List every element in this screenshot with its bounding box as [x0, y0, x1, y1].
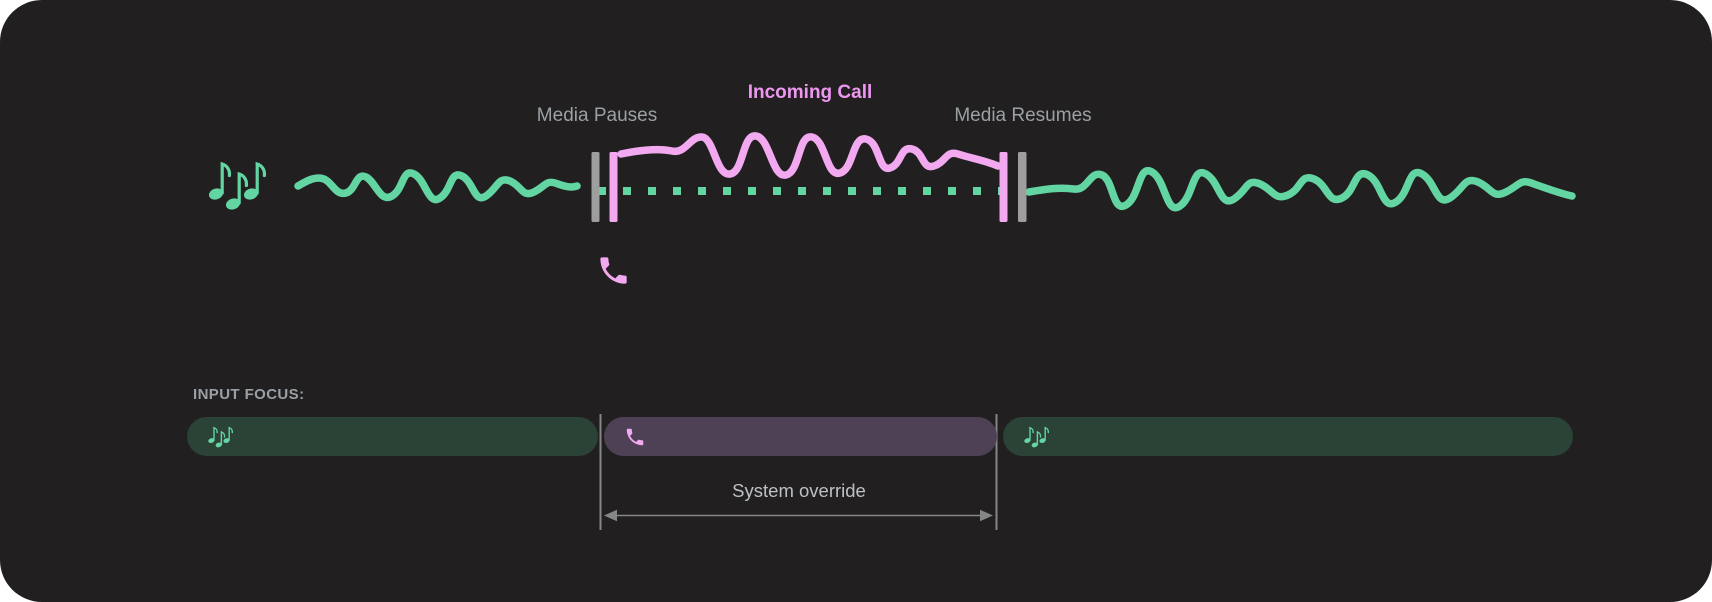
media-pauses-label: Media Pauses [536, 105, 658, 126]
resume-bar-pink-right [999, 152, 1008, 222]
input-focus-media-segment-before [187, 417, 598, 456]
media-resume-marker [999, 152, 1027, 222]
media-resumes-label: Media Resumes [954, 105, 1092, 126]
incoming-call-label: Incoming Call [747, 82, 873, 103]
input-focus-heading: INPUT FOCUS: [193, 386, 305, 403]
media-pause-marker [591, 152, 618, 222]
phone-handset-icon [600, 257, 627, 284]
resume-bar-gray-right [1018, 152, 1027, 222]
arrowhead-left-icon [604, 509, 617, 522]
music-notes-icon [1023, 425, 1049, 448]
music-notes-icon [207, 164, 264, 211]
phone-handset-icon [626, 428, 644, 445]
system-override-label: System override [732, 480, 866, 501]
input-focus-call-segment [604, 417, 997, 456]
pause-bar-pink-left [609, 152, 618, 222]
arrowhead-right-icon [980, 509, 993, 522]
media-waveform-after [1025, 167, 1576, 212]
media-waveform-before [294, 169, 581, 204]
input-focus-media-segment-after [1003, 417, 1573, 456]
incoming-call-waveform [617, 132, 1002, 179]
music-notes-icon [207, 425, 233, 448]
pause-bar-gray-left [591, 152, 600, 222]
